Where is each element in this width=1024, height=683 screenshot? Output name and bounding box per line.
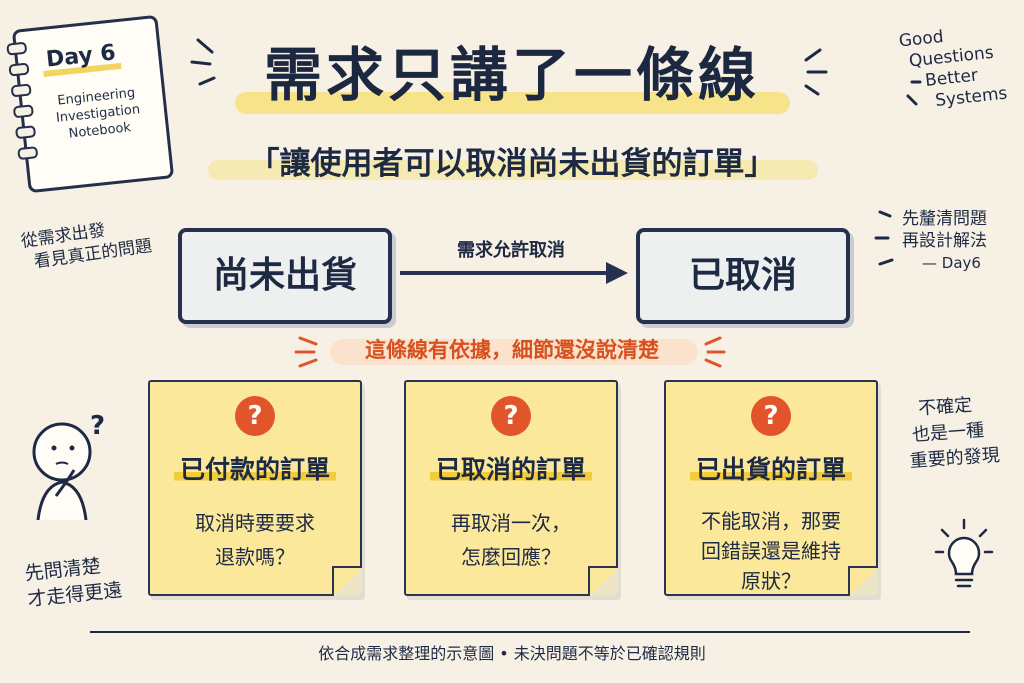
svg-text:?: ? — [90, 411, 105, 441]
question-card-cancelled: ? 已取消的訂單 再取消一次， 怎麼回應？ — [404, 380, 618, 596]
warning-text: 這條線有依據，細節還沒說清楚 — [365, 338, 659, 362]
page-title: 需求只講了一條線 — [263, 41, 760, 109]
state-box-not-shipped: 尚未出貨 — [178, 228, 392, 324]
question-icon: ? — [491, 396, 531, 436]
card-title: 已出貨的訂單 — [666, 450, 876, 486]
card-body: 再取消一次， 怎麼回應？ — [451, 511, 571, 569]
right-mid-note: 不確定 也是一種 重要的發現 — [909, 394, 1001, 473]
bottom-left-note: 先問清楚 才走得更遠 — [23, 555, 124, 611]
footer-caption: 依合成需求整理的示意圖 • 未決問題不等於已確認規則 — [318, 644, 706, 663]
subtitle: 「讓使用者可以取消尚未出貨的訂單」 — [248, 146, 776, 182]
transition-arrow — [400, 262, 628, 284]
top-right-note: Good Questions Better Systems — [897, 26, 1009, 111]
thinking-person-icon: ? — [32, 411, 105, 521]
card-title: 已付款的訂單 — [150, 450, 360, 486]
card-title: 已取消的訂單 — [406, 450, 616, 486]
question-icon: ? — [751, 396, 791, 436]
warning-highlight — [330, 339, 698, 365]
question-card-paid: ? 已付款的訂單 取消時要要求 退款嗎？ — [148, 380, 362, 596]
right-note: 先釐清問題 再設計解法 — Day6 — [902, 209, 987, 272]
subtitle-highlight — [208, 160, 818, 180]
page-curl — [848, 566, 878, 596]
page-curl — [588, 566, 618, 596]
page-curl — [332, 566, 362, 596]
lightbulb-icon — [934, 518, 994, 588]
title-highlight — [235, 92, 790, 114]
card-body: 不能取消，那要 回錯誤還是維持 原狀？ — [701, 509, 841, 593]
question-card-shipped: ? 已出貨的訂單 不能取消，那要 回錯誤還是維持 原狀？ — [664, 380, 878, 596]
arrow-label: 需求允許取消 — [457, 240, 565, 261]
state-box-cancelled: 已取消 — [636, 228, 850, 324]
card-body: 取消時要要求 退款嗎？ — [195, 511, 315, 569]
question-icon: ? — [235, 396, 275, 436]
